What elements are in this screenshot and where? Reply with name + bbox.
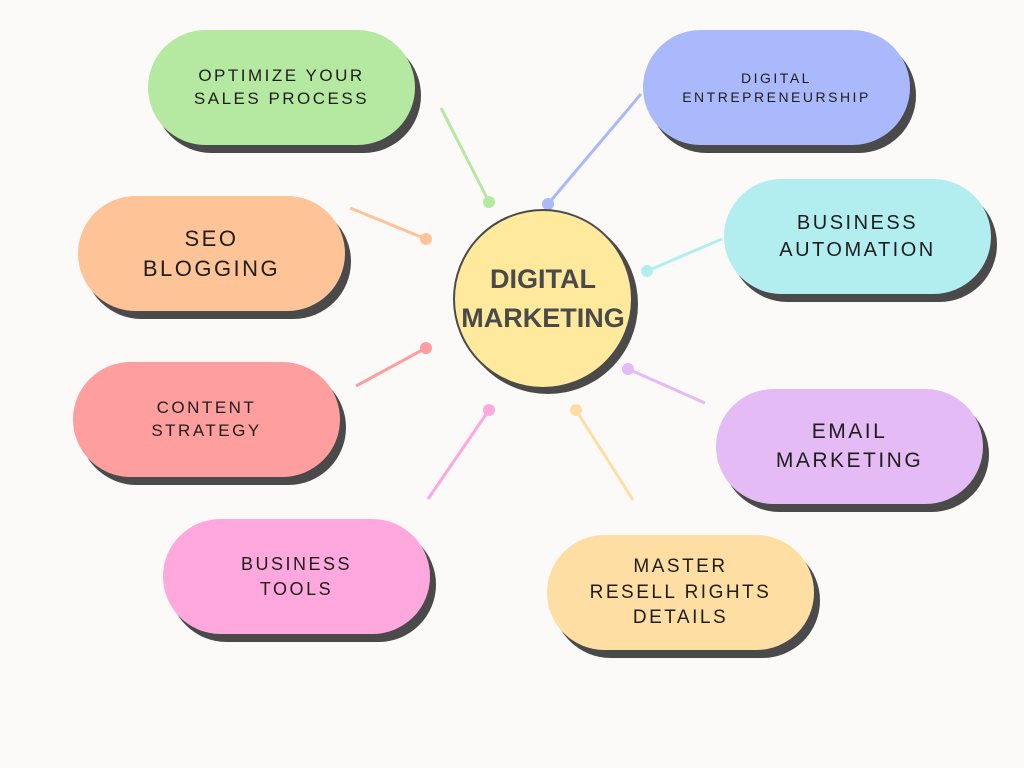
node-content-strategy: CONTENT STRATEGY xyxy=(73,362,340,477)
node-label-line: EMAIL xyxy=(811,420,888,444)
node-label-line: STRATEGY xyxy=(151,420,262,440)
center-line1: DIGITAL xyxy=(490,263,596,294)
connector-line xyxy=(426,409,491,500)
node-label-line: MASTER xyxy=(633,556,728,578)
connector-line xyxy=(355,346,427,388)
node-seo-blogging: SEO BLOGGING xyxy=(78,196,345,311)
node-email-marketing: EMAIL MARKETING xyxy=(716,389,983,504)
node-label-line: ENTREPRENEURSHIP xyxy=(682,88,871,105)
center-line2: MARKETING xyxy=(461,303,625,333)
center-node: DIGITAL MARKETING xyxy=(453,209,633,389)
node-business-automation: BUSINESS AUTOMATION xyxy=(724,179,991,294)
node-label-line: SEO xyxy=(184,225,239,251)
node-label-line: MARKETING xyxy=(775,448,924,472)
node-label-line: BUSINESS xyxy=(796,211,919,234)
node-optimize-sales: OPTIMIZE YOUR SALES PROCESS xyxy=(148,30,415,145)
connector-dot xyxy=(622,363,634,375)
connector-dot xyxy=(420,233,432,245)
node-label-line: AUTOMATION xyxy=(779,238,936,261)
connector-line xyxy=(574,409,635,501)
node-digital-entrepreneurship: DIGITAL ENTREPRENEURSHIP xyxy=(643,30,910,145)
node-label-line: CONTENT xyxy=(156,397,257,417)
connector-line xyxy=(349,206,427,241)
connector-dot xyxy=(542,198,554,210)
node-label-line: OPTIMIZE YOUR xyxy=(198,65,365,85)
connector-dot xyxy=(570,404,582,416)
node-label-line: TOOLS xyxy=(259,578,334,599)
node-label-line: SALES PROCESS xyxy=(193,88,370,108)
connector-dot xyxy=(483,404,495,416)
node-label-line: RESELL RIGHTS xyxy=(589,581,772,603)
node-label-line: DETAILS xyxy=(632,607,729,629)
connector-dot xyxy=(483,196,495,208)
connector-line xyxy=(646,237,723,273)
connector-line xyxy=(546,93,643,205)
node-label-line: DIGITAL xyxy=(741,69,812,86)
node-master-resell-rights: MASTER RESELL RIGHTS DETAILS xyxy=(547,535,814,650)
node-label-line: BLOGGING xyxy=(142,255,281,281)
connector-dot xyxy=(420,342,432,354)
connector-line xyxy=(627,367,706,405)
connector-dot xyxy=(641,265,653,277)
connector-line xyxy=(439,107,491,203)
node-label-line: BUSINESS xyxy=(240,554,353,575)
node-business-tools: BUSINESS TOOLS xyxy=(163,519,430,634)
